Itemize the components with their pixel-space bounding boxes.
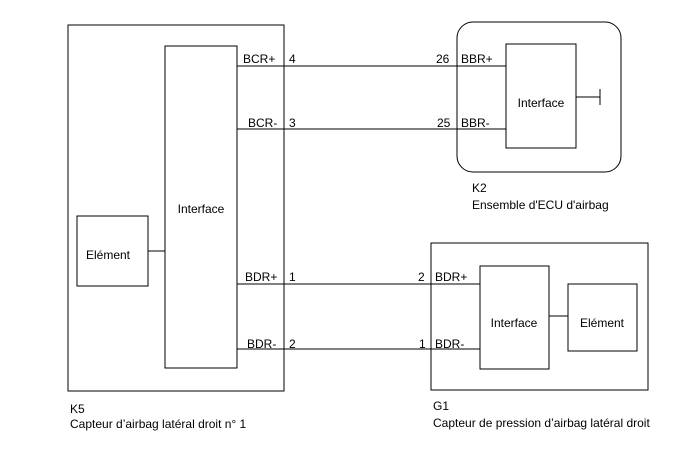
wire-to-signal: BBR+ bbox=[461, 52, 493, 66]
k2-name: Ensemble d'ECU d'airbag bbox=[472, 198, 609, 212]
k5-element-label: Elément bbox=[86, 248, 131, 262]
wire-from-pin: 1 bbox=[289, 270, 296, 284]
wire-to-pin: 2 bbox=[418, 270, 425, 284]
ground-icon bbox=[576, 89, 601, 105]
g1-id: G1 bbox=[433, 399, 449, 413]
wire-from-signal: BDR- bbox=[247, 337, 276, 351]
k5-interface-box bbox=[164, 45, 238, 369]
k2-interface-box bbox=[505, 43, 577, 149]
k2-outline bbox=[456, 21, 622, 173]
wire-bcr-minus: BCR- 3 25 BBR- bbox=[237, 116, 506, 130]
g1-element-label: Elément bbox=[580, 316, 625, 330]
g1-name: Capteur de pression d’airbag latéral dro… bbox=[433, 416, 650, 430]
wire-to-signal: BDR+ bbox=[435, 270, 467, 284]
g1-interface-label: Interface bbox=[491, 316, 538, 330]
k2-component: Interface K2 Ensemble d'ECU d'airbag bbox=[456, 21, 622, 212]
wire-bdr-plus: BDR+ 1 2 BDR+ bbox=[237, 270, 480, 285]
wire-from-pin: 4 bbox=[289, 52, 296, 66]
wire-from-signal: BCR- bbox=[248, 116, 277, 130]
k2-id: K2 bbox=[472, 181, 487, 195]
g1-component: Interface Elément G1 Capteur de pression… bbox=[430, 242, 650, 430]
wire-from-signal: BDR+ bbox=[245, 270, 277, 284]
wire-to-signal: BDR- bbox=[435, 337, 464, 351]
g1-interface-box bbox=[479, 265, 550, 370]
wire-bcr-plus: BCR+ 4 26 BBR+ bbox=[237, 52, 506, 67]
g1-element-box bbox=[567, 283, 638, 352]
g1-outline bbox=[430, 242, 649, 391]
wire-to-signal: BBR- bbox=[461, 116, 490, 130]
wire-to-pin: 1 bbox=[419, 337, 426, 351]
wire-to-pin: 26 bbox=[436, 52, 450, 66]
k5-outline bbox=[67, 24, 285, 392]
k2-interface-label: Interface bbox=[518, 96, 565, 110]
wire-from-pin: 2 bbox=[289, 337, 296, 351]
wire-bdr-minus: BDR- 2 1 BDR- bbox=[237, 337, 480, 351]
k5-name: Capteur d’airbag latéral droit n° 1 bbox=[70, 417, 247, 431]
k5-component: Interface Elément K5 Capteur d’airbag la… bbox=[67, 24, 285, 431]
k5-id: K5 bbox=[70, 402, 85, 416]
wire-from-pin: 3 bbox=[289, 116, 296, 130]
wire-from-signal: BCR+ bbox=[243, 52, 275, 66]
wire-to-pin: 25 bbox=[437, 116, 451, 130]
k5-interface-label: Interface bbox=[178, 202, 225, 216]
